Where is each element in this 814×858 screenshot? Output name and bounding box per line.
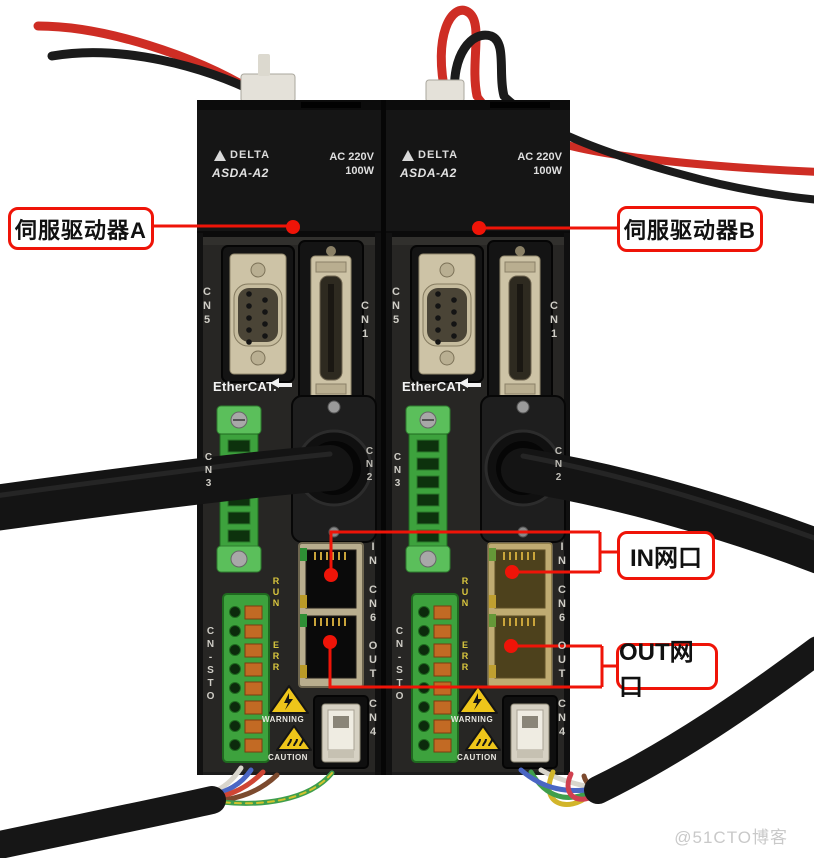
watermark: @51CTO博客 (674, 828, 788, 847)
out-label-b: OUT (556, 640, 568, 682)
brand-logo-b: DELTA (402, 150, 458, 161)
ethercat-logo-b: EtherCAT. (402, 379, 466, 394)
warning-label-b: WARNING (451, 715, 494, 724)
in-label-b: IN (556, 541, 568, 569)
power-rating-a: 100W (345, 165, 374, 177)
cn5-label-a: CN5 (201, 286, 213, 328)
brand-label: DELTA (418, 149, 459, 161)
brand-logo-a: DELTA (214, 150, 270, 161)
callout-servo-driver-a: 伺服驱动器A (8, 207, 154, 250)
out-label-a: OUT (367, 640, 379, 682)
callout-out-port: OUT网口 (616, 639, 718, 701)
power-rating-b: 100W (533, 165, 562, 177)
power-wires-top-a (33, 21, 264, 99)
callout-lines (148, 224, 617, 689)
motor-cable-b (501, 448, 814, 574)
ethercat-logo-a: EtherCAT. (213, 379, 277, 394)
cn5-label-b: CN5 (390, 286, 402, 328)
cn-sto-label-a: CN-STO (205, 626, 216, 704)
power-voltage-b: AC 220V (517, 151, 562, 163)
ethercat-arrow-b (467, 383, 481, 387)
cn2-label-a: CN2 (364, 446, 375, 485)
cn1-label-a: CN1 (359, 300, 371, 342)
servo-drive-a (195, 98, 383, 777)
err-label-a: ERR (271, 640, 281, 673)
power-voltage-a: AC 220V (329, 151, 374, 163)
bottom-wires-a (0, 765, 335, 858)
ethercat-arrow-a (278, 383, 292, 387)
err-label-b: ERR (460, 640, 470, 673)
delta-logo-icon (402, 150, 414, 161)
model-label-b: ASDA-A2 (400, 166, 457, 180)
delta-logo-icon (214, 150, 226, 161)
ethercat-arrowhead-b (459, 378, 468, 388)
cn-sto-label-b: CN-STO (394, 626, 405, 704)
in-label-a: IN (367, 541, 379, 569)
callout-dots (286, 220, 519, 653)
run-label-a: RUN (271, 576, 281, 609)
caution-label-a: CAUTION (268, 753, 308, 762)
motor-cable-a (0, 445, 353, 531)
cn1-label-b: CN1 (548, 300, 560, 342)
ethercat-arrowhead-a (270, 378, 279, 388)
rj45-gold-tint-b (488, 543, 552, 687)
cn3-label-b: CN3 (392, 452, 403, 491)
cn6-label-a: CN6 (367, 584, 379, 626)
brand-label: DELTA (230, 149, 271, 161)
power-plug-a (240, 73, 296, 103)
cn4-label-a: CN4 (367, 698, 379, 740)
cn3-label-a: CN3 (203, 452, 214, 491)
model-label-a: ASDA-A2 (212, 166, 269, 180)
caution-label-b: CAUTION (457, 753, 497, 762)
cn6-label-b: CN6 (556, 584, 568, 626)
callout-in-port: IN网口 (617, 531, 715, 580)
power-plug-b (425, 79, 465, 103)
bottom-wires-b (518, 636, 814, 807)
callout-servo-driver-b: 伺服驱动器B (617, 206, 763, 252)
warning-label-a: WARNING (262, 715, 305, 724)
cn2-label-b: CN2 (553, 446, 564, 485)
run-label-b: RUN (460, 576, 470, 609)
cn4-label-b: CN4 (556, 698, 568, 740)
power-plug-tab-a (258, 54, 270, 76)
